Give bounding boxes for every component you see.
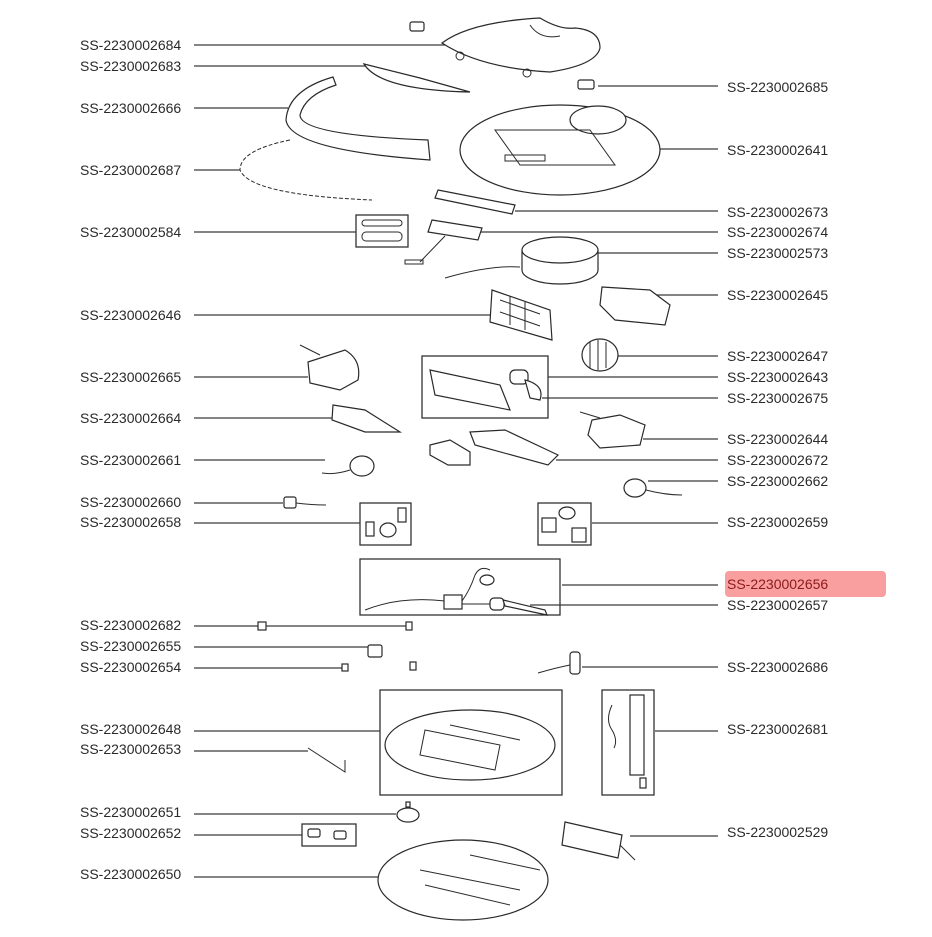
part-label[interactable]: SS-2230002660 <box>80 494 182 510</box>
part-small-pcb[interactable] <box>331 404 403 433</box>
part-label[interactable]: SS-2230002657 <box>727 597 829 613</box>
leader-lines-left <box>194 44 490 878</box>
part-label[interactable]: SS-2230002641 <box>727 142 829 158</box>
part-label[interactable]: SS-2230002658 <box>80 514 182 530</box>
part-clip-top[interactable] <box>409 21 425 32</box>
part-set-left[interactable] <box>365 507 407 538</box>
part-set-right[interactable] <box>541 506 587 543</box>
part-2686[interactable] <box>537 651 581 675</box>
part-sensor-left[interactable] <box>283 496 327 509</box>
part-brush-cover[interactable] <box>469 429 560 466</box>
part-label[interactable]: SS-2230002652 <box>80 825 182 841</box>
part-top-shell[interactable] <box>459 104 661 196</box>
part-label[interactable]: SS-2230002529 <box>727 824 829 840</box>
part-label[interactable]: SS-2230002646 <box>80 307 182 323</box>
part-label[interactable]: SS-2230002672 <box>727 452 829 468</box>
part-small-clip[interactable] <box>409 661 417 671</box>
part-mop-bracket[interactable] <box>429 439 471 466</box>
part-label[interactable]: SS-2230002684 <box>80 37 182 53</box>
part-label[interactable]: SS-2230002644 <box>727 431 829 447</box>
part-label[interactable]: SS-2230002659 <box>727 514 829 530</box>
part-lidar[interactable] <box>444 236 599 285</box>
part-chassis-frame[interactable] <box>384 709 556 781</box>
part-bottom-cover[interactable] <box>377 839 549 921</box>
part-label[interactable]: SS-2230002675 <box>727 390 829 406</box>
part-label[interactable]: SS-2230002673 <box>727 204 829 220</box>
part-label[interactable]: SS-2230002674 <box>727 224 829 240</box>
part-label-highlighted[interactable]: SS-2230002656 <box>727 576 829 592</box>
part-label[interactable]: SS-2230002651 <box>80 804 182 820</box>
part-left-wheel[interactable] <box>299 344 360 391</box>
part-fan-motor[interactable] <box>581 338 619 372</box>
part-long-cable[interactable] <box>257 621 413 631</box>
part-buttons[interactable] <box>361 219 403 242</box>
part-label[interactable]: SS-2230002682 <box>80 617 182 633</box>
part-label[interactable]: SS-2230002643 <box>727 369 829 385</box>
part-label[interactable]: SS-2230002650 <box>80 866 182 882</box>
part-label[interactable]: SS-2230002685 <box>727 79 829 95</box>
part-label[interactable]: SS-2230002683 <box>80 58 182 74</box>
part-label[interactable]: SS-2230002573 <box>727 245 829 261</box>
part-label[interactable]: SS-2230002681 <box>727 721 829 737</box>
part-wiring-harness[interactable] <box>608 694 647 789</box>
part-caster-wheel[interactable] <box>396 801 420 823</box>
part-sensor-board[interactable] <box>434 189 516 215</box>
part-main-brush-housing[interactable] <box>429 369 542 411</box>
part-side-brush-motor[interactable] <box>321 455 375 477</box>
part-clips-pair[interactable] <box>307 828 347 840</box>
part-label[interactable]: SS-2230002666 <box>80 100 182 116</box>
part-2654[interactable] <box>341 663 349 672</box>
part-label[interactable]: SS-2230002687 <box>80 162 182 178</box>
part-label[interactable]: SS-2230002645 <box>727 287 829 303</box>
leader-lines-right <box>480 85 718 837</box>
part-lid-panel[interactable] <box>362 63 471 93</box>
part-battery[interactable] <box>561 821 636 861</box>
part-label[interactable]: SS-2230002648 <box>80 721 182 737</box>
part-label[interactable]: SS-2230002661 <box>80 452 182 468</box>
part-right-wheel[interactable] <box>579 411 646 449</box>
part-label[interactable]: SS-2230002686 <box>727 659 829 675</box>
part-label[interactable]: SS-2230002654 <box>80 659 182 675</box>
part-bumper-strip[interactable] <box>239 139 373 201</box>
part-label[interactable]: SS-2230002584 <box>80 224 182 240</box>
part-cable-assembly[interactable] <box>364 567 548 616</box>
part-bumper[interactable] <box>285 76 431 161</box>
part-dust-bin[interactable] <box>599 286 671 326</box>
part-label[interactable]: SS-2230002647 <box>727 348 829 364</box>
part-pcb[interactable] <box>404 219 483 265</box>
highlight-box <box>725 571 886 597</box>
part-label[interactable]: SS-2230002665 <box>80 369 182 385</box>
part-2653[interactable] <box>307 747 346 773</box>
part-clip-right[interactable] <box>577 79 595 90</box>
part-label[interactable]: SS-2230002655 <box>80 638 182 654</box>
part-filter[interactable] <box>489 289 553 341</box>
part-label[interactable]: SS-2230002653 <box>80 741 182 757</box>
part-motor-right[interactable] <box>623 478 683 498</box>
part-label[interactable]: SS-2230002664 <box>80 410 182 426</box>
part-label[interactable]: SS-2230002662 <box>727 473 829 489</box>
part-2655[interactable] <box>367 644 383 658</box>
part-top-cover[interactable] <box>440 17 601 78</box>
